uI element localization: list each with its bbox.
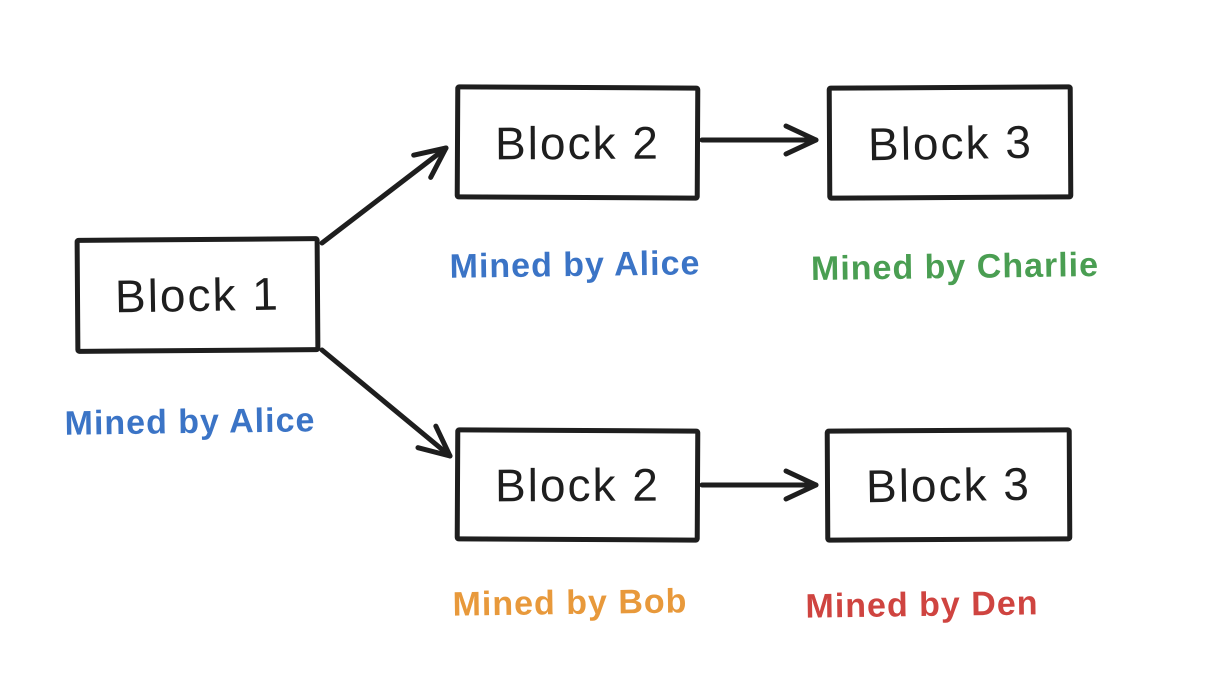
miner-label-block2-top: Mined by Alice: [449, 244, 701, 286]
miner-label-block3-bottom: Mined by Den: [805, 584, 1039, 626]
block-1-box: Block 1: [74, 236, 321, 354]
miner-label-block1: Mined by Alice: [64, 401, 316, 443]
block-2-bottom-box: Block 2: [454, 427, 701, 543]
block-1-label: Block 1: [114, 267, 281, 323]
block-2-bottom-label: Block 2: [494, 458, 661, 512]
block-2-top-box: Block 2: [454, 84, 701, 201]
miner-label-block2-bottom: Mined by Bob: [452, 582, 688, 624]
block-3-bottom-label: Block 3: [865, 457, 1032, 513]
block-3-top-label: Block 3: [867, 115, 1033, 170]
arrow-block1-to-block2-top: [319, 145, 449, 246]
block-3-top-box: Block 3: [826, 84, 1074, 201]
block-3-bottom-box: Block 3: [824, 427, 1073, 543]
miner-label-block3-top: Mined by Charlie: [810, 245, 1100, 289]
block-2-top-label: Block 2: [494, 116, 661, 169]
